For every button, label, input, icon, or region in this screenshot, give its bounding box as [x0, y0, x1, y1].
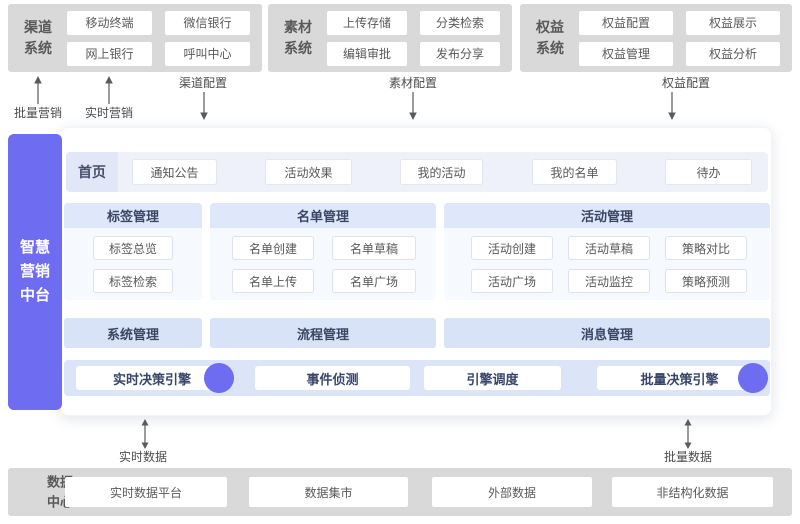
engine-schedule-label: 引擎调度: [466, 371, 519, 387]
up-arrow-icon: [34, 76, 42, 104]
list-management-title: 名单管理: [210, 203, 436, 228]
process-management-bar: 流程管理: [210, 318, 436, 348]
home-tab: 首页: [66, 152, 118, 192]
chip-category-search: 分类检索: [420, 10, 500, 35]
chip-mobile-terminal: 移动终端: [67, 10, 152, 35]
home-item-activity-effect: 活动效果: [265, 159, 352, 185]
activity-square-chip: 活动广场: [471, 269, 553, 293]
home-row: 首页 通知公告 活动效果 我的活动 我的名单 待办: [66, 152, 768, 192]
up-arrow-icon: [105, 76, 113, 104]
tag-management-title: 标签管理: [64, 203, 202, 228]
chip-benefit-analysis: 权益分析: [686, 41, 780, 66]
system-management-bar: 系统管理: [64, 318, 202, 348]
strategy-compare-chip: 策略对比: [665, 236, 747, 260]
material-system-grid: 上传存储 分类检索 编辑审批 发布分享: [327, 10, 500, 66]
down-arrow-icon: [668, 92, 676, 120]
batch-engine-pill: 批量决策引擎: [597, 363, 768, 393]
data-center-panel: 数据中心 实时数据平台 数据集市 外部数据 非结构化数据: [8, 468, 792, 516]
home-item-my-list: 我的名单: [532, 159, 617, 185]
chip-upload-storage: 上传存储: [327, 10, 407, 35]
event-detect-pill: 事件侦测: [255, 366, 410, 390]
material-config-label: 素材配置: [388, 76, 437, 90]
channel-system-grid: 移动终端 微信银行 网上银行 呼叫中心: [67, 10, 250, 66]
home-item-todo: 待办: [665, 159, 752, 185]
activity-monitor-chip: 活动监控: [568, 269, 650, 293]
channel-system-title: 渠道系统: [24, 19, 52, 56]
chip-benefit-config: 权益配置: [579, 10, 673, 35]
activity-management-title: 活动管理: [444, 203, 770, 228]
data-mart-chip: 数据集市: [249, 477, 408, 507]
realtime-engine-label: 实时决策引擎: [112, 371, 191, 387]
tag-overview-chip: 标签总览: [93, 236, 173, 260]
benefit-system-grid: 权益配置 权益展示 权益管理 权益分析: [579, 10, 780, 66]
platform-sidebar: 智慧营销中台: [8, 134, 62, 410]
realtime-data-label: 实时数据: [118, 450, 167, 464]
strategy-predict-chip: 策略预测: [665, 269, 747, 293]
material-system-panel: 素材系统 上传存储 分类检索 编辑审批 发布分享: [268, 4, 512, 72]
realtime-engine-pill: 实时决策引擎: [76, 363, 234, 393]
engine-schedule-pill: 引擎调度: [424, 366, 561, 390]
list-create-chip: 名单创建: [232, 236, 314, 260]
list-upload-chip: 名单上传: [232, 269, 314, 293]
activity-draft-chip: 活动草稿: [568, 236, 650, 260]
chip-wechat-bank: 微信银行: [165, 10, 250, 35]
engine-dot: [204, 363, 234, 393]
engine-bar: 实时决策引擎 事件侦测 引擎调度 批量决策引擎: [64, 360, 770, 396]
unstructured-data-chip: 非结构化数据: [612, 477, 773, 507]
activity-create-chip: 活动创建: [471, 236, 553, 260]
down-arrow-icon: [409, 92, 417, 120]
chip-edit-approval: 编辑审批: [327, 41, 407, 66]
activity-management-panel: 活动管理 活动创建 活动草稿 策略对比 活动广场 活动监控 策略预测: [444, 203, 770, 300]
platform-title: 智慧营销中台: [19, 239, 50, 304]
tag-management-panel: 标签管理 标签总览 标签检索: [64, 203, 202, 300]
down-arrow-icon: [200, 92, 208, 120]
channel-config-label: 渠道配置: [178, 76, 227, 90]
benefit-system-panel: 权益系统 权益配置 权益展示 权益管理 权益分析: [520, 4, 792, 72]
home-item-notice: 通知公告: [132, 159, 217, 185]
chip-online-bank: 网上银行: [67, 41, 152, 66]
material-system-title: 素材系统: [284, 19, 312, 56]
chip-call-center: 呼叫中心: [165, 41, 250, 66]
external-data-chip: 外部数据: [432, 477, 592, 507]
event-detect-label: 事件侦测: [306, 371, 359, 387]
batch-marketing-label: 批量营销: [13, 106, 62, 120]
batch-data-label: 批量数据: [663, 450, 712, 464]
message-management-bar: 消息管理: [444, 318, 770, 348]
channel-system-panel: 渠道系统 移动终端 微信银行 网上银行 呼叫中心: [8, 4, 262, 72]
list-draft-chip: 名单草稿: [332, 236, 416, 260]
list-management-panel: 名单管理 名单创建 名单草稿 名单上传 名单广场: [210, 203, 436, 300]
realtime-data-platform-chip: 实时数据平台: [65, 477, 227, 507]
chip-benefit-display: 权益展示: [686, 10, 780, 35]
chip-publish-share: 发布分享: [420, 41, 500, 66]
double-arrow-icon: [684, 419, 692, 449]
benefit-system-title: 权益系统: [536, 19, 564, 56]
list-square-chip: 名单广场: [332, 269, 416, 293]
batch-engine-label: 批量决策引擎: [640, 371, 719, 387]
benefit-config-label: 权益配置: [661, 76, 710, 90]
engine-dot: [738, 363, 768, 393]
home-item-my-activity: 我的活动: [400, 159, 483, 185]
realtime-marketing-label: 实时营销: [84, 106, 133, 120]
chip-benefit-manage: 权益管理: [579, 41, 673, 66]
tag-search-chip: 标签检索: [93, 269, 173, 293]
double-arrow-icon: [141, 419, 149, 449]
